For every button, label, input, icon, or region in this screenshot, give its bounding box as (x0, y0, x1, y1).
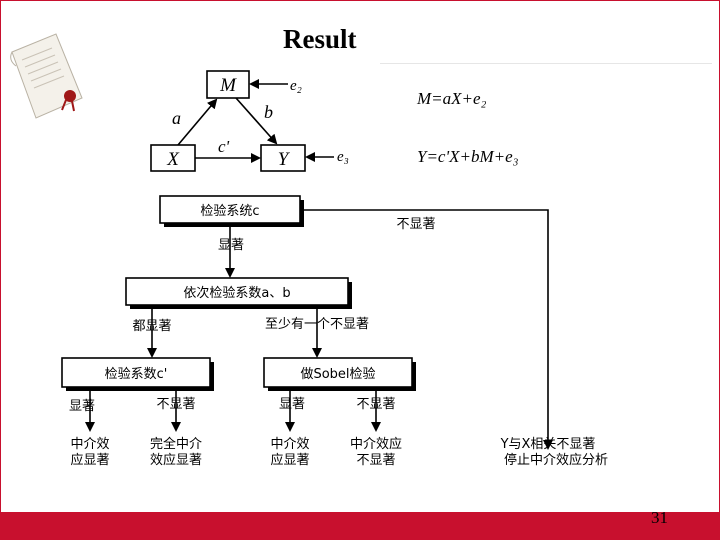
edge-sobel-not-sig-label: 不显著 (356, 397, 395, 412)
box-test-c-prime-label: 检验系数c' (105, 366, 168, 382)
edge-c-prime-sig-label: 显著 (69, 399, 95, 414)
result-partial-line1: 中介效 (70, 437, 109, 452)
node-x-label: X (166, 149, 180, 170)
slide-number: 31 (651, 508, 668, 527)
not-significant-arrow (300, 209, 553, 450)
error-m-label: e₂ (290, 78, 302, 94)
footer-bar (0, 512, 720, 540)
path-a-arrow (177, 98, 218, 146)
path-a-label: a (172, 108, 181, 128)
result-full-line2: 效应显著 (150, 452, 202, 468)
edge-not-significant-label: 不显著 (396, 217, 435, 232)
box-test-ab (125, 277, 349, 306)
box-test-c-label: 检验系统c (200, 203, 259, 219)
result-stop-line1: Y与X相关不显著 (500, 437, 596, 452)
result-stop-line2: 停止中介效应分析 (504, 452, 608, 468)
path-model: M X Y a b c' e₂ e₃ M=aX+e₂ Y=c'X+bM+e₃ (150, 70, 519, 172)
edge-at-least-one-not-label: 至少有一个不显著 (265, 317, 369, 332)
slide-title: Result (283, 24, 357, 54)
path-b-arrow (235, 97, 278, 145)
result-sobel-sig-line2: 应显著 (270, 452, 309, 468)
box-test-ab-label: 依次检验系数a、b (183, 285, 290, 301)
result-full-line1: 完全中介 (150, 436, 202, 452)
edge-significant-label: 显著 (218, 238, 244, 253)
box-sobel-label: 做Sobel检验 (300, 366, 375, 382)
node-y-box (260, 144, 306, 172)
error-y-label: e₃ (337, 149, 349, 165)
box-test-c-prime (61, 357, 211, 388)
node-m-label: M (219, 75, 237, 96)
result-partial-line2: 应显著 (70, 452, 109, 468)
title-rule (380, 63, 712, 64)
node-y-label: Y (278, 149, 291, 170)
edge-c-prime-not-sig-label: 不显著 (156, 397, 195, 412)
result-sobel-not-sig-line2: 不显著 (356, 453, 395, 468)
decision-flowchart: 检验系统c 不显著 显著 依次检验系数a、b 都显著 至少有一个不显著 检验系数… (61, 195, 608, 468)
result-sobel-sig-line1: 中介效 (270, 437, 309, 452)
edge-sobel-sig-label: 显著 (279, 397, 305, 412)
box-sobel (263, 357, 413, 388)
node-x-box (150, 144, 196, 172)
result-sobel-not-sig-line1: 中介效应 (350, 436, 402, 452)
edge-both-significant-label: 都显著 (132, 319, 171, 334)
equation-y: Y=c'X+bM+e₃ (417, 147, 519, 166)
equation-m: M=aX+e₂ (416, 89, 487, 108)
paper-scroll-with-seal-icon (10, 33, 83, 119)
path-c-label: c' (218, 137, 230, 156)
path-b-label: b (264, 102, 273, 122)
